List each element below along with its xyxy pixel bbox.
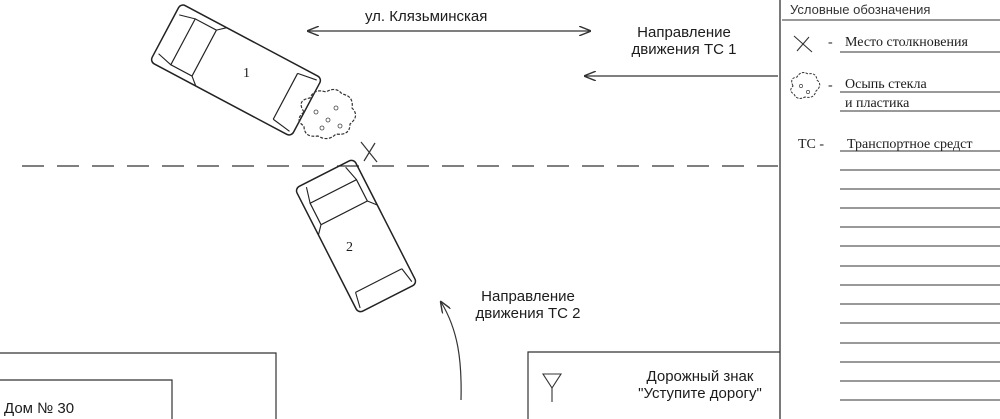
- legend-glass-debris-icon: [790, 72, 821, 99]
- legend-glass-line-1: Осыпь стекла: [845, 77, 927, 92]
- legend-glass-label: Осыпь стекла и пластика: [845, 76, 927, 112]
- road-sign-block: [527, 351, 780, 419]
- vehicle-2-direction-arrow: [441, 302, 462, 401]
- yield-sign-icon: [541, 373, 563, 402]
- vehicle-1-number: 1: [243, 66, 250, 81]
- street-label: ул. Клязьминская: [365, 8, 488, 25]
- house-label: Дом № 30: [4, 400, 75, 417]
- house-inner-outline: [0, 379, 173, 419]
- vehicle-2-direction-line-1: Направление: [481, 288, 575, 305]
- vehicle-2-direction-line-2: движения ТС 2: [475, 305, 581, 322]
- vehicle-1-direction-line-2: движения ТС 1: [631, 41, 737, 58]
- vehicle-2-direction-label: Направление движения ТС 2: [458, 288, 598, 322]
- vehicle-1: [150, 4, 322, 136]
- road-sign-line-1: Дорожный знак: [646, 368, 754, 385]
- legend-title: Условные обозначения: [790, 2, 931, 17]
- road-sign-line-2: "Уступите дорогу": [638, 385, 762, 402]
- vehicle-2-number: 2: [346, 240, 353, 255]
- legend-collision-label: Место столкновения: [845, 35, 968, 50]
- legend-vehicle-label: Транспортное средст: [847, 137, 973, 152]
- legend-collision-icon: [793, 35, 813, 53]
- collision-point-icon: [360, 141, 378, 163]
- road-sign-label: Дорожный знак "Уступите дорогу": [620, 368, 780, 402]
- legend-glass-line-2: и пластика: [845, 96, 910, 111]
- vehicle-2: [295, 159, 417, 313]
- vehicle-1-direction-label: Направление движения ТС 1: [614, 24, 754, 58]
- legend-blank-lines: [840, 150, 1000, 401]
- vehicle-1-direction-line-1: Направление: [637, 24, 731, 41]
- legend-glass-dash: -: [828, 78, 833, 93]
- legend-collision-dash: -: [828, 35, 833, 50]
- legend-vehicle-abbr: ТС -: [798, 137, 825, 152]
- glass-debris-icon: [298, 88, 357, 140]
- house-outline: [0, 352, 277, 419]
